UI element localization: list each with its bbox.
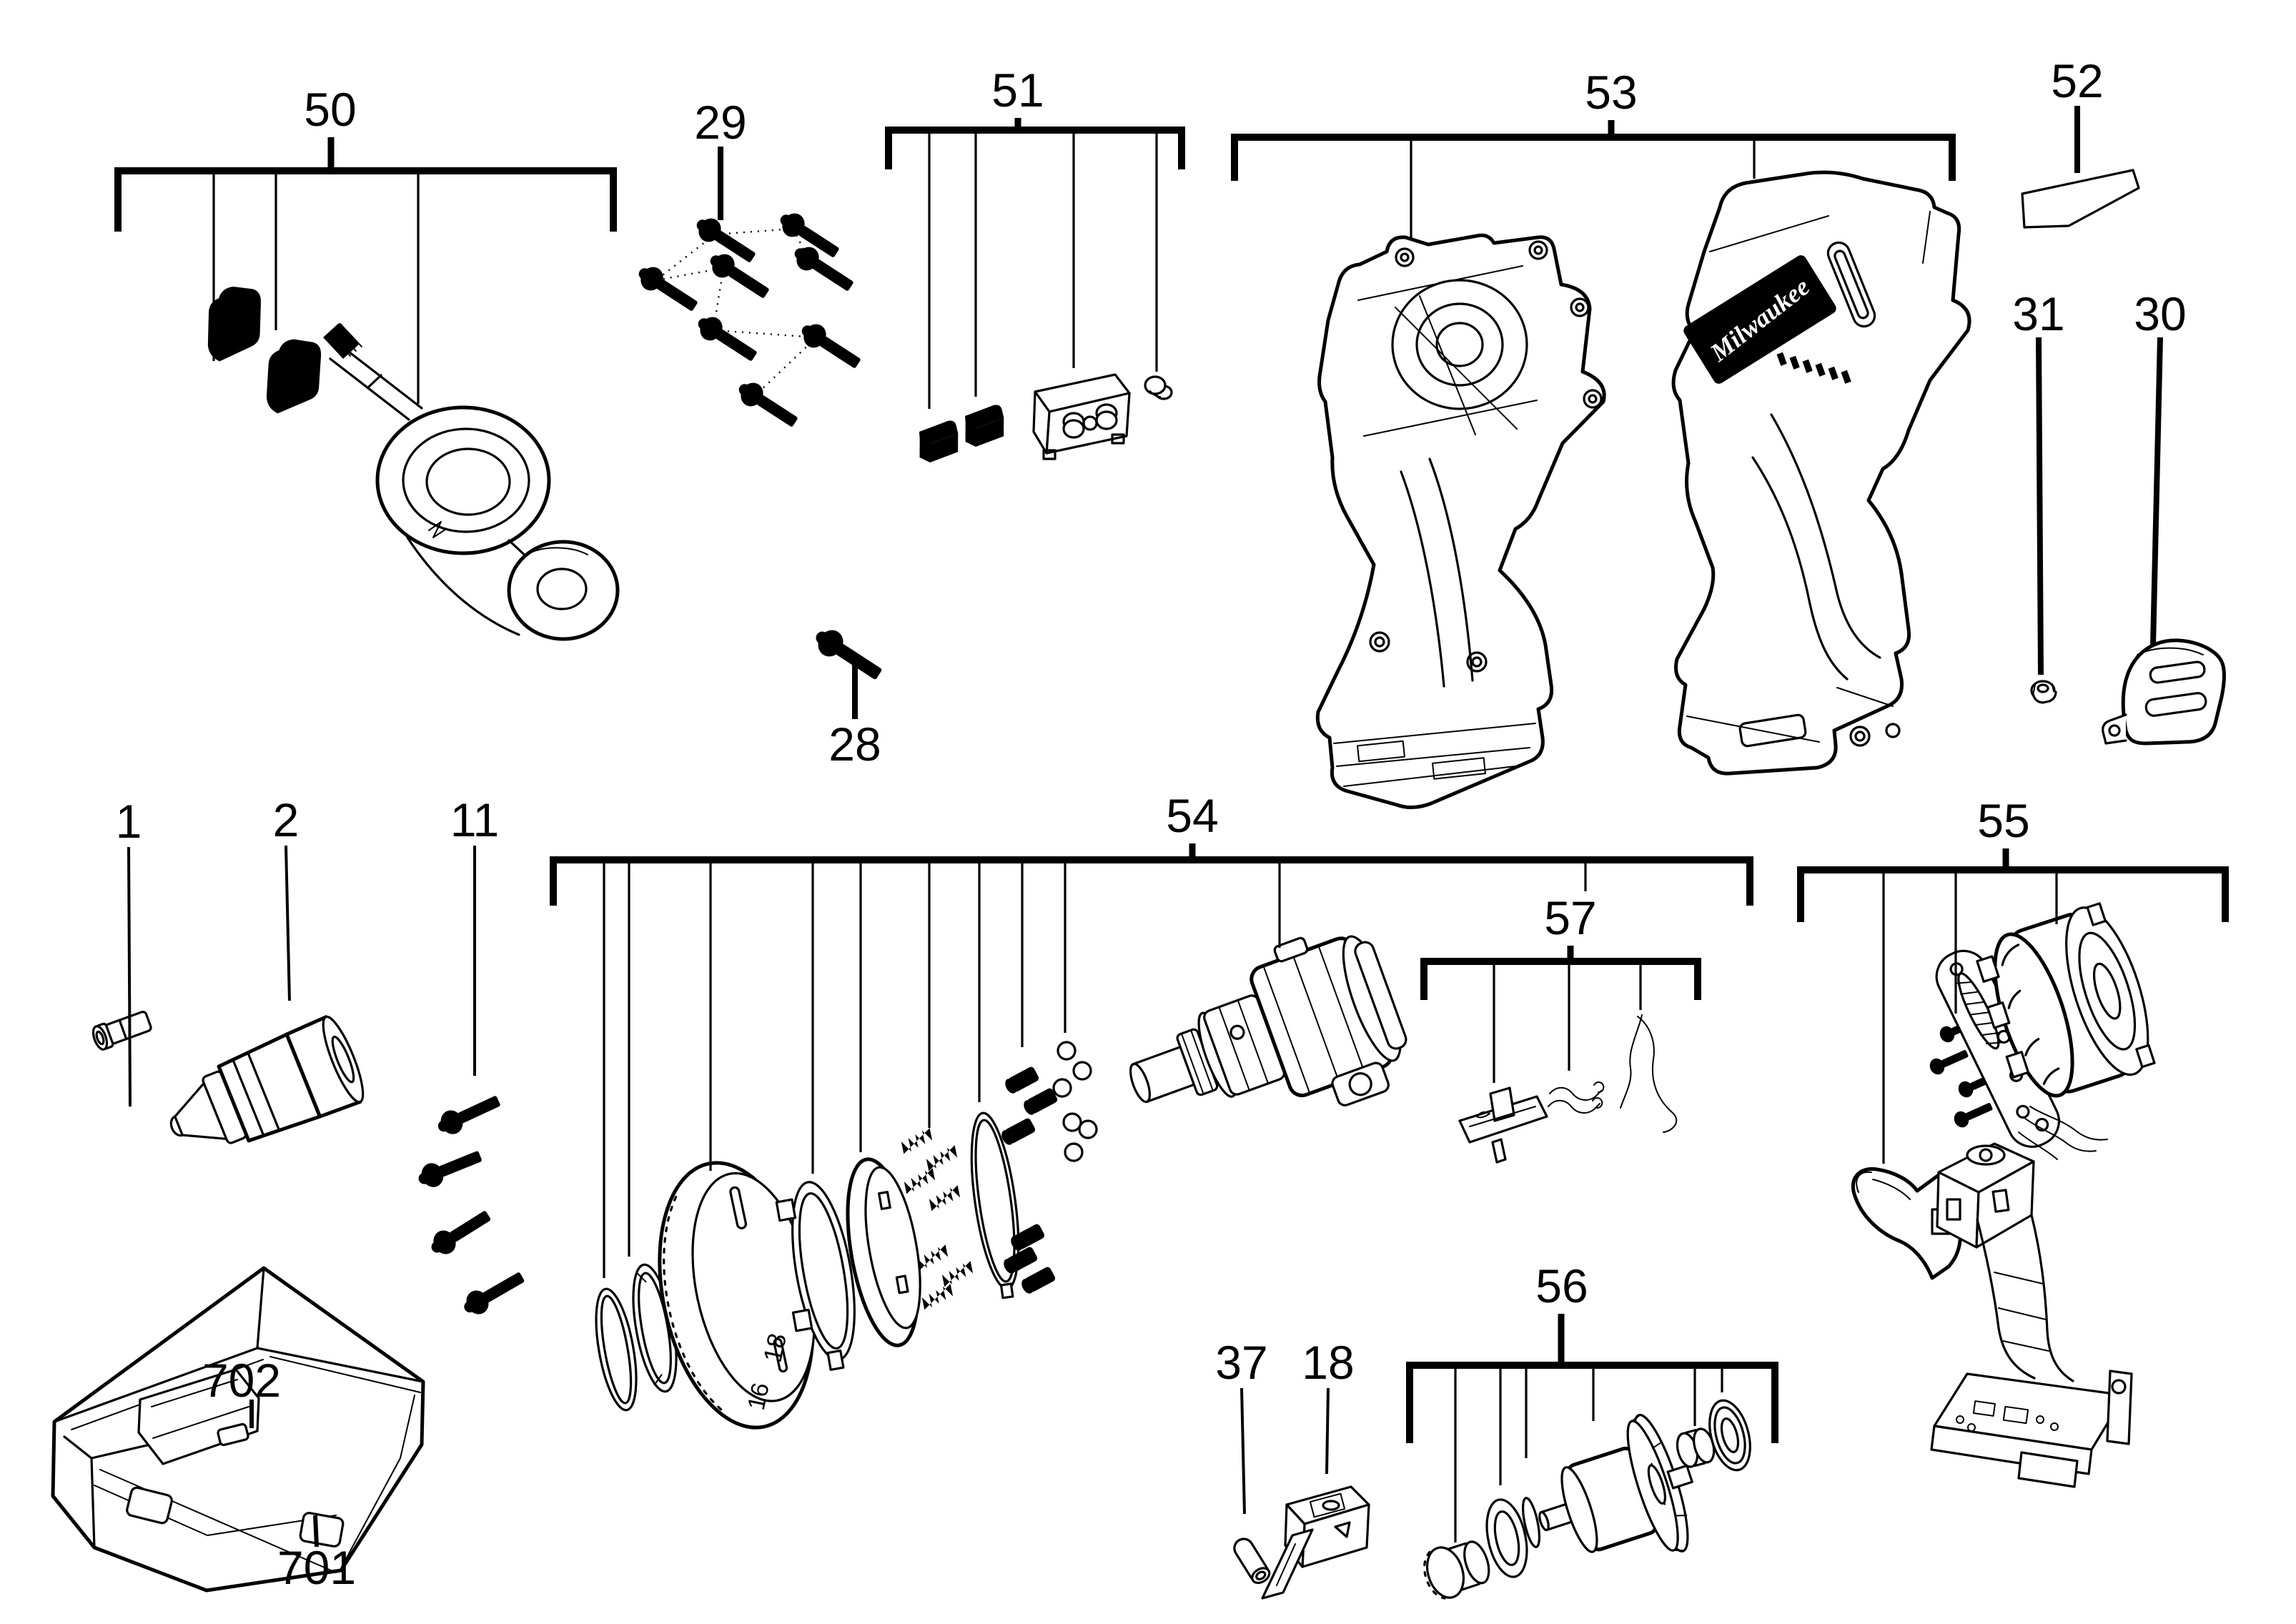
- callout-701: 701: [277, 1515, 356, 1594]
- snap-ring: [1521, 1497, 1541, 1548]
- handle-shaft: [323, 323, 620, 641]
- group-callout-53: 53: [1231, 66, 1956, 239]
- part-number-label: 30: [2134, 287, 2186, 340]
- part-number-label: 2: [273, 793, 300, 846]
- part-number-label: 28: [828, 718, 881, 771]
- part-number-label: 57: [1544, 891, 1596, 944]
- housing-half-right-53: Milwaukee: [1671, 170, 1971, 776]
- gearbox-row-54: 18 16: [595, 935, 1407, 1430]
- bearing-front: [1485, 1498, 1528, 1578]
- lock-nut-31: [2030, 680, 2057, 704]
- bearing-rear: [1708, 1399, 1751, 1472]
- bracket-bar: [550, 856, 1753, 906]
- switch-trim-set-51: [914, 373, 1173, 470]
- group-callout-50: 50: [114, 83, 617, 404]
- spring-clips: [1548, 1081, 1605, 1114]
- bracket-bar: [1420, 958, 1701, 1000]
- bracket-bar: [1797, 866, 2229, 922]
- spacer: [1676, 1427, 1716, 1468]
- clutch-balls: [1052, 1041, 1098, 1162]
- callout-37: 37: [1215, 1336, 1268, 1515]
- housing-screws-29: [633, 207, 865, 433]
- screw-28: [809, 623, 887, 686]
- callout-28: 28: [828, 665, 881, 771]
- part-number-label: 51: [991, 64, 1044, 117]
- part-number-label: 701: [277, 1541, 356, 1594]
- parts-layer: Milwaukee: [51, 169, 2226, 1600]
- battery-slot: [1738, 713, 1807, 748]
- stator-wires: [2018, 1106, 2108, 1160]
- handle-clamp-lower: [262, 337, 325, 415]
- part-number-label: 11: [450, 793, 500, 846]
- washer-flat: [595, 1287, 638, 1412]
- callout-31: 31: [2012, 287, 2065, 675]
- handle-clamp-upper: [202, 284, 267, 363]
- part-number-label: 37: [1215, 1336, 1267, 1389]
- group-callout-51: 51: [885, 64, 1185, 409]
- brushless-marks: [1776, 352, 1851, 384]
- part-number-label: 55: [1977, 794, 2029, 847]
- bit-1: [91, 1011, 152, 1051]
- part-number-label: 1: [116, 795, 142, 848]
- part-number-label: 31: [2012, 287, 2064, 340]
- rotor-row-56: [1423, 1399, 1751, 1600]
- clutch-adjust-ring: [658, 1161, 816, 1430]
- dotted-links: [655, 227, 817, 395]
- gearcase-screws-11: [414, 1089, 528, 1320]
- belt-clip-30: [2102, 638, 2226, 746]
- part-number-label: 56: [1535, 1259, 1588, 1312]
- part-number-label: 18: [1302, 1336, 1354, 1389]
- pinion-gear: [1423, 1540, 1490, 1600]
- spring-ring: [970, 1111, 1020, 1299]
- rotor-assembly: [1538, 1413, 1693, 1553]
- callout-11: 11: [450, 793, 500, 1076]
- group-callout-55: 55: [1797, 794, 2229, 1164]
- group-callout-57: 57: [1420, 891, 1701, 1083]
- callout-18: 18: [1302, 1336, 1355, 1475]
- callout-layer: 50 51 53 54 55 56 57 29 28 52 31 30 1 2 11 37 18 702 701: [114, 54, 2229, 1594]
- group-callout-56: 56: [1406, 1259, 1778, 1543]
- forward-reverse-shuttle-18: [1261, 1485, 1370, 1600]
- bracket-bar: [114, 167, 617, 232]
- callout-2: 2: [273, 793, 300, 1001]
- side-handle-assembly-50: [202, 284, 620, 641]
- switch-module: [1936, 1142, 2035, 1249]
- bracket-bar: [885, 127, 1185, 169]
- part-number-label: 54: [1166, 789, 1218, 842]
- callout-1: 1: [116, 795, 142, 1107]
- part-number-label: 53: [1585, 66, 1637, 119]
- callout-52: 52: [2051, 54, 2104, 173]
- handle-frame-pcb: [1930, 1214, 2133, 1488]
- callout-702: 702: [202, 1354, 281, 1428]
- callout-29: 29: [694, 96, 747, 220]
- stator: [1976, 902, 2156, 1098]
- housing-half-left-53: [1315, 233, 1606, 809]
- chuck-2: [169, 1015, 365, 1144]
- group-callout-54: 54: [550, 789, 1753, 1278]
- carrying-case-701: [51, 1266, 425, 1593]
- callout-30: 30: [2134, 287, 2187, 646]
- shift-parts-57: [1458, 1014, 1678, 1164]
- bracket-bar: [1231, 134, 1956, 181]
- clutch-plate: [846, 1157, 921, 1347]
- selector-plate: [1458, 1086, 1548, 1164]
- part-number-label: 50: [304, 83, 356, 136]
- wire-spring: [1620, 1014, 1678, 1133]
- light-housing-block: [1032, 373, 1131, 460]
- warning-label-52: [2021, 169, 2140, 229]
- cam-ring: [775, 1181, 856, 1371]
- button-51: [1144, 375, 1173, 400]
- clutch-mark-18: 18: [758, 1331, 792, 1365]
- side-grip-slot: [1826, 241, 1876, 328]
- clutch-mark-16: 16: [743, 1380, 775, 1412]
- part-number-label: 52: [2051, 54, 2103, 107]
- detent-pin-37: [1233, 1538, 1271, 1585]
- part-number-label: 29: [694, 96, 746, 149]
- electronics-assembly-55: [1851, 902, 2156, 1488]
- gear-assembly-54: [1129, 935, 1407, 1106]
- part-number-label: 702: [202, 1354, 281, 1407]
